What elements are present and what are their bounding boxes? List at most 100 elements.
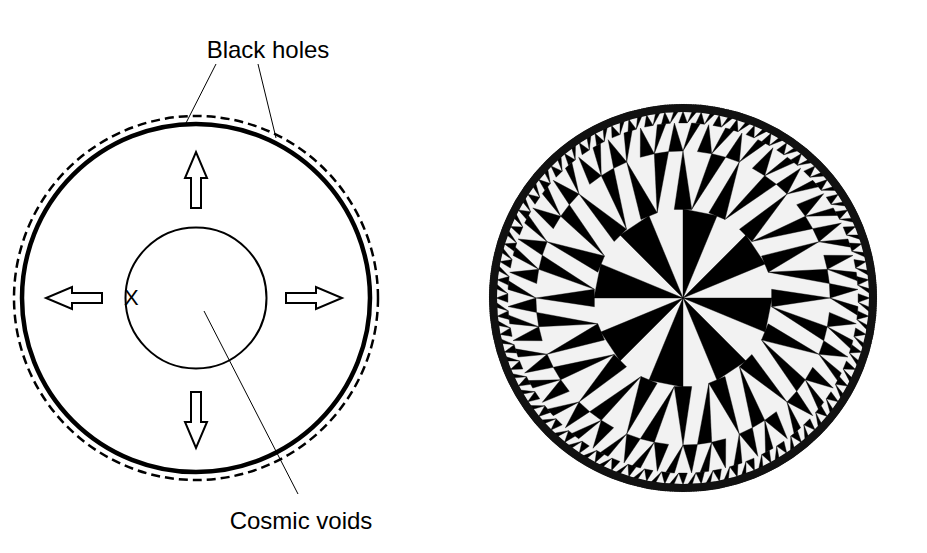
tile-triangle <box>624 130 632 162</box>
tile-triangle <box>674 387 691 445</box>
tile-triangle <box>746 125 754 137</box>
tile-triangle <box>752 216 813 241</box>
tile-triangle <box>624 434 640 463</box>
tile-triangle <box>536 289 594 306</box>
tile-triangle <box>830 298 858 315</box>
tile-triangle <box>513 327 542 341</box>
tile-triangle <box>500 328 512 336</box>
tile-triangle <box>601 298 683 361</box>
tile-triangle <box>858 302 869 311</box>
expanding-universe-figure <box>14 64 378 494</box>
dashed-horizon <box>14 116 378 480</box>
tile-triangle <box>713 115 721 127</box>
tile-triangle <box>819 341 848 357</box>
tile-triangle <box>595 450 604 462</box>
tile-triangle <box>854 260 866 268</box>
tile-triangle <box>565 163 579 194</box>
tile-triangle <box>713 469 721 481</box>
tile-triangle <box>858 285 870 293</box>
tile-triangle <box>712 439 726 468</box>
tile-triangle <box>628 464 636 476</box>
tile-triangle <box>497 277 509 286</box>
tile-triangle <box>857 311 869 320</box>
tile-triangle <box>835 377 847 386</box>
tile-triangle <box>645 469 653 481</box>
tile-triangle <box>858 294 870 303</box>
tile-triangle <box>721 117 732 127</box>
expansion-arrow <box>46 287 102 309</box>
tile-triangle <box>787 180 818 194</box>
tile-triangle <box>525 215 547 241</box>
tile-triangle <box>564 431 575 443</box>
tile-triangle <box>852 251 865 257</box>
tile-triangle <box>636 116 642 129</box>
tile-triangle <box>504 345 516 353</box>
black-hole-shell <box>22 124 370 472</box>
tile-triangle <box>849 345 861 353</box>
tile-triangle <box>827 269 857 281</box>
tile-triangle <box>687 111 696 122</box>
tile-triangle <box>777 441 787 453</box>
tile-triangle <box>683 298 746 380</box>
tile-triangle <box>709 377 739 434</box>
tile-triangle <box>843 361 855 369</box>
tile-triangle <box>843 227 855 235</box>
tile-triangle <box>518 377 530 386</box>
tile-triangle <box>662 472 671 484</box>
tile-triangle <box>651 472 661 483</box>
tile-triangle <box>827 312 856 326</box>
tile-triangle <box>593 144 601 176</box>
tile-triangle <box>787 402 801 433</box>
tile-triangle <box>627 162 657 219</box>
tile-triangle <box>510 269 539 283</box>
tile-triangle <box>547 324 604 354</box>
expansion-arrow <box>185 152 207 208</box>
tile-triangle <box>612 125 620 137</box>
tile-triangle <box>856 268 869 275</box>
tile-triangle <box>645 115 653 127</box>
tile-triangle <box>548 402 579 416</box>
tile-triangle <box>726 133 742 162</box>
expansion-arrow <box>286 287 342 309</box>
tile-triangle <box>669 123 683 152</box>
tile-triangle <box>528 392 540 402</box>
tile-triangle <box>765 157 794 175</box>
tile-triangle <box>510 227 522 235</box>
tile-triangle <box>679 473 688 485</box>
tile-triangle <box>683 123 700 151</box>
tile-triangle <box>508 298 537 312</box>
tile-triangle <box>528 194 540 204</box>
tile-triangle <box>600 434 626 456</box>
tile-triangle <box>706 471 713 484</box>
tile-triangle <box>813 223 842 242</box>
tile-triangle <box>564 154 575 166</box>
tile-triangle <box>579 441 589 453</box>
tile-triangle <box>653 113 660 126</box>
tile-triangle <box>762 450 771 462</box>
tile-triangle <box>739 367 764 428</box>
tile-triangle <box>496 303 508 311</box>
tile-triangle <box>601 168 626 229</box>
tile-triangle <box>739 140 765 162</box>
tile-triangle <box>620 216 683 298</box>
tile-triangle <box>700 442 712 472</box>
tile-triangle <box>697 125 711 154</box>
tile-triangle <box>498 321 511 328</box>
tile-triangle <box>498 266 509 276</box>
tile-triangle <box>551 166 562 177</box>
tile-triangle <box>537 312 598 326</box>
tile-triangle <box>500 260 512 268</box>
tile-triangle <box>696 472 705 484</box>
tile-triangle <box>628 119 636 131</box>
tile-triangle <box>542 187 560 216</box>
tile-triangle <box>539 179 551 190</box>
tile-triangle <box>826 194 838 204</box>
tile-triangle <box>857 277 869 286</box>
tile-triangle <box>730 119 738 131</box>
tile-triangle <box>857 319 868 329</box>
tile-triangle <box>612 458 620 470</box>
tile-triangle <box>704 113 714 124</box>
tile-triangle <box>734 434 742 466</box>
